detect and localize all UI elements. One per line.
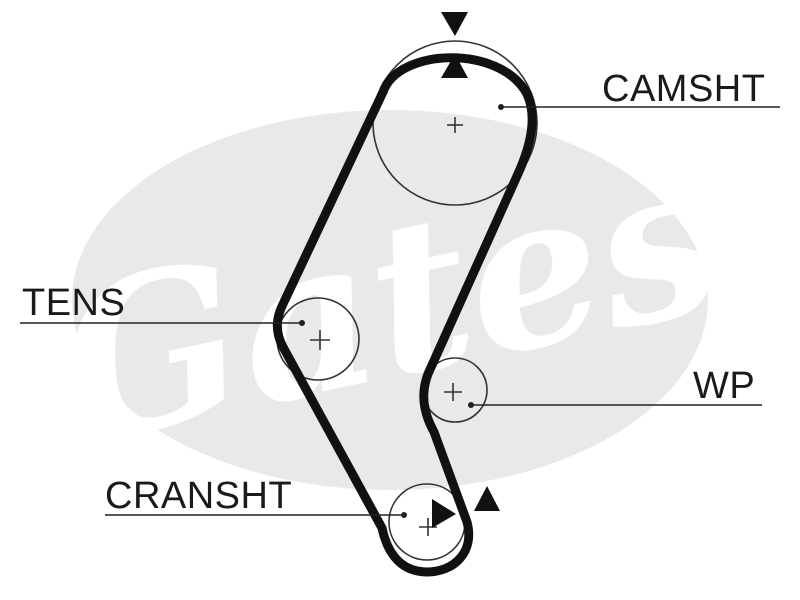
timing-belt [272, 53, 537, 577]
plus-icon [419, 518, 437, 536]
gates-watermark-logo: Gates [39, 110, 740, 492]
plus-icon [310, 330, 330, 350]
crankshaft-label: CRANSHT [105, 475, 292, 517]
pulley-centers [310, 117, 463, 536]
plus-icon [444, 383, 462, 401]
water-pump-label: WP [693, 365, 755, 407]
tensioner-leader [20, 320, 305, 326]
double-triangle-mark-icon [432, 486, 500, 528]
leader-lines [20, 104, 780, 518]
watermark-oval [72, 110, 708, 490]
water-pump-leader [468, 402, 762, 408]
tensioner-label: TENS [22, 282, 125, 324]
plus-icon [447, 117, 463, 133]
camshaft-leader [498, 104, 780, 110]
crankshaft-leader [105, 512, 407, 518]
double-triangle-mark-icon [441, 12, 468, 78]
camshaft-label: CAMSHT [602, 68, 765, 110]
